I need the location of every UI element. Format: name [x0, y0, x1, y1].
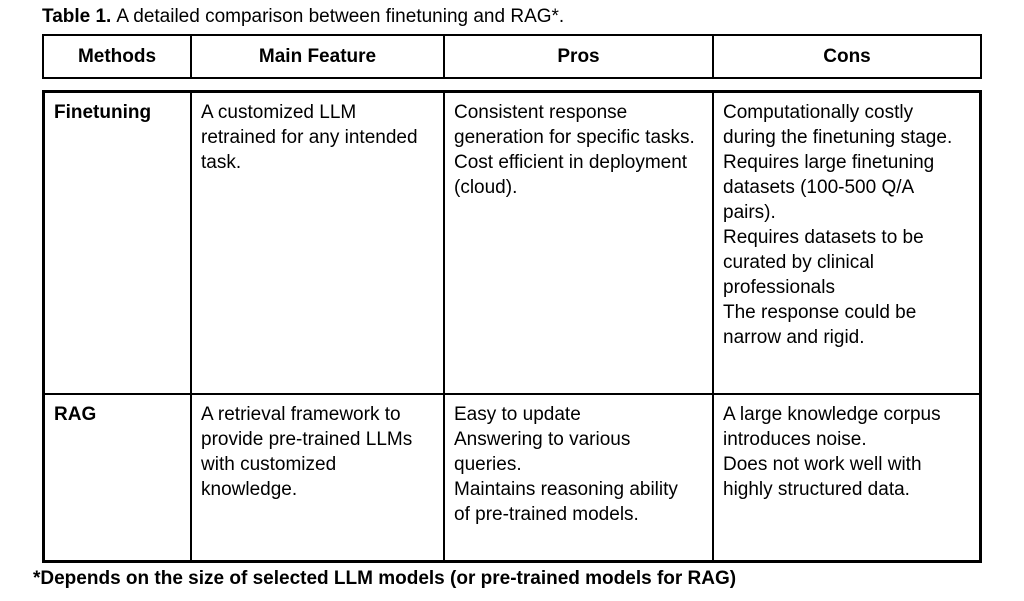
- pros-cell-finetuning: Consistent response generation for speci…: [445, 93, 714, 393]
- method-cell-finetuning: Finetuning: [45, 93, 192, 393]
- method-cell-rag: RAG: [45, 395, 192, 560]
- cons-cell-finetuning: Computationally costly during the finetu…: [714, 93, 979, 393]
- cons-item: A large knowledge corpus introduces nois…: [723, 404, 941, 450]
- pros-item: Consistent response generation for speci…: [454, 102, 695, 148]
- cons-item: The response could be narrow and rigid.: [723, 302, 917, 348]
- table-footnote: *Depends on the size of selected LLM mod…: [33, 568, 737, 589]
- main-feature-cell-finetuning: A customized LLM retrained for any inten…: [192, 93, 445, 393]
- column-header-methods: Methods: [44, 36, 192, 77]
- column-header-cons: Cons: [823, 45, 871, 67]
- cons-item: Does not work well with highly structure…: [723, 454, 922, 500]
- pros-item: Answering to various queries.: [454, 429, 631, 475]
- table-caption-text: A detailed comparison between finetuning…: [116, 6, 565, 27]
- cons-cell-rag: A large knowledge corpus introduces nois…: [714, 395, 979, 560]
- cons-item: Requires large finetuning datasets (100-…: [723, 152, 935, 223]
- table-body: Finetuning A customized LLM retrained fo…: [42, 90, 982, 563]
- table-caption-label: Table 1.: [42, 6, 112, 27]
- pros-item: Cost efficient in deployment (cloud).: [454, 152, 688, 198]
- table-row-finetuning: Finetuning A customized LLM retrained fo…: [45, 93, 979, 395]
- pros-item: Easy to update: [454, 404, 581, 425]
- pros-cell-rag: Easy to update Answering to various quer…: [445, 395, 714, 560]
- table-caption: Table 1.A detailed comparison between fi…: [42, 5, 564, 29]
- table-header-row: Methods Main Feature Pros Cons: [42, 34, 982, 79]
- cons-item: Requires datasets to be curated by clini…: [723, 227, 924, 298]
- column-header-main-feature: Main Feature: [192, 36, 445, 77]
- main-feature-cell-rag: A retrieval framework to provide pre-tra…: [192, 395, 445, 560]
- column-header-pros: Pros: [445, 36, 714, 77]
- pros-item: Maintains reasoning ability of pre-train…: [454, 479, 678, 525]
- cons-item: Computationally costly during the finetu…: [723, 102, 953, 148]
- table-row-rag: RAG A retrieval framework to provide pre…: [45, 395, 979, 560]
